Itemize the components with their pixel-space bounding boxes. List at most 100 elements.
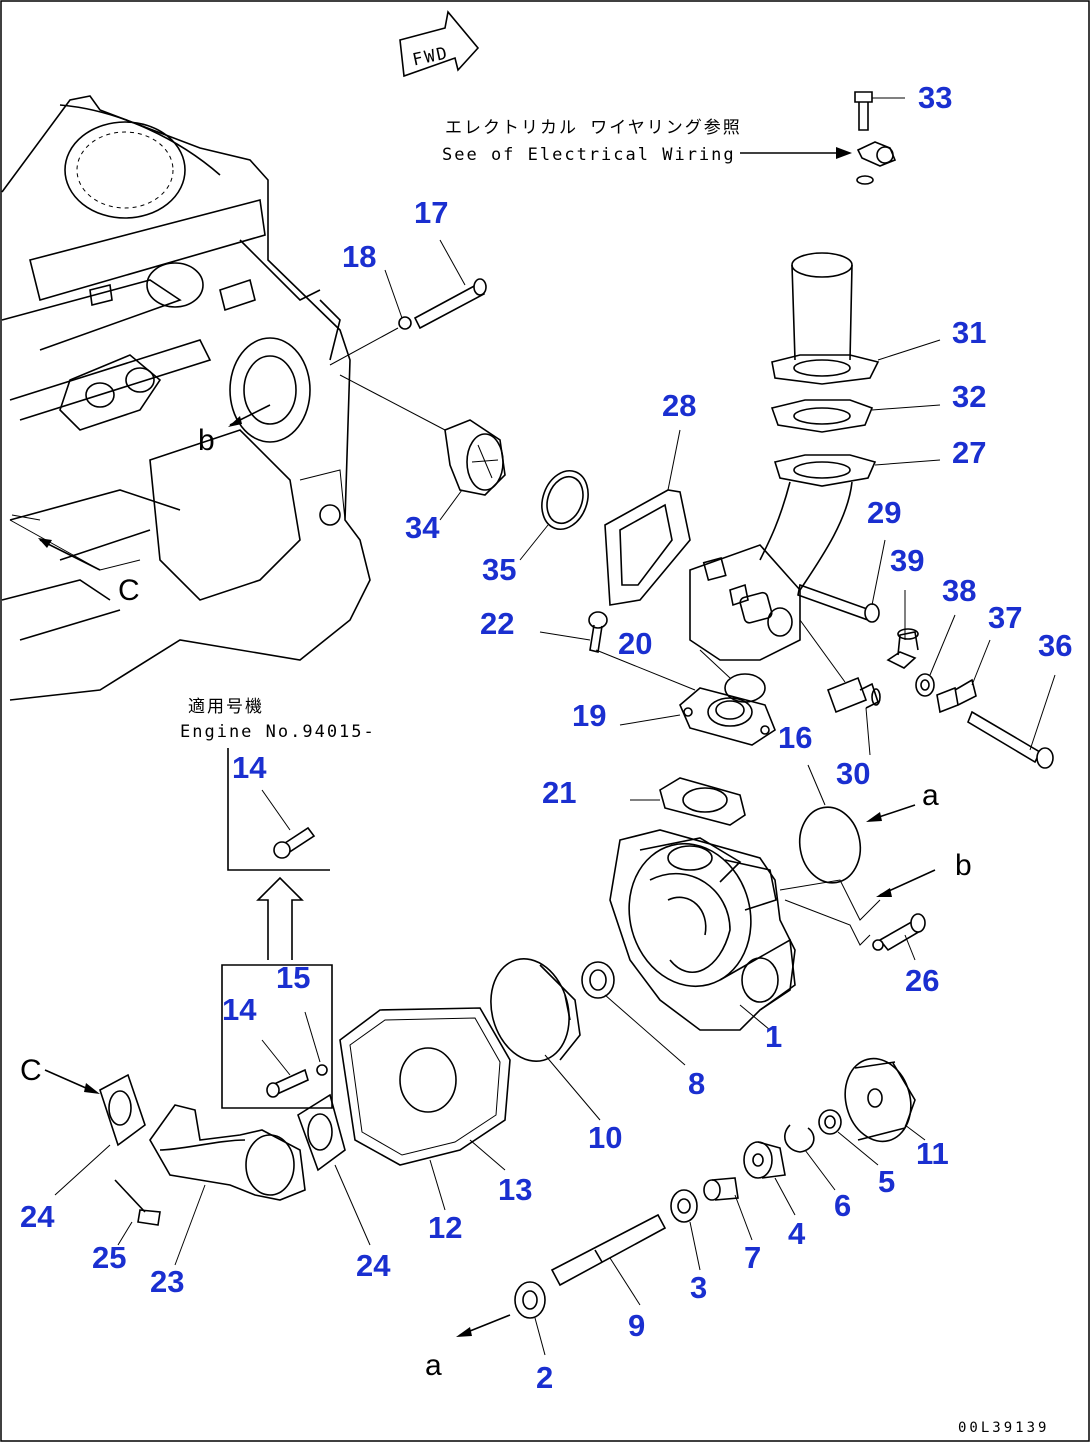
- leader-20: [699, 649, 731, 679]
- part-18-washer: [398, 316, 412, 330]
- leader-22-axis: [595, 649, 696, 691]
- part-23-water-inlet-pipe: [149, 1104, 306, 1201]
- leader-28: [667, 429, 681, 491]
- callout-25: 25: [92, 1240, 126, 1275]
- leader-22: [539, 631, 591, 641]
- part-28-gasket: [604, 489, 691, 606]
- callout-16: 16: [778, 720, 812, 755]
- inset-box-new: [227, 748, 330, 871]
- leader-17-18: [329, 327, 399, 366]
- supersession-arrow: [256, 876, 304, 960]
- ref-letter-b-right: b: [955, 849, 972, 882]
- leader-37: [971, 639, 991, 686]
- leader-27: [874, 459, 941, 466]
- leader-10: [544, 1054, 601, 1121]
- leader-17: [439, 239, 466, 286]
- part-11-pulley: [844, 1057, 916, 1143]
- note-wiring-jp: エレクトリカル ワイヤリング参照: [445, 118, 742, 138]
- ref-arrow-c-block: [39, 539, 101, 571]
- fwd-label: FWD: [411, 43, 451, 70]
- part-24-gasket-right: [297, 1093, 346, 1172]
- callout-37: 37: [988, 600, 1022, 635]
- leader-18: [384, 269, 403, 319]
- callout-19: 19: [572, 698, 606, 733]
- leader-4: [774, 1177, 796, 1216]
- callout-23: 23: [150, 1264, 184, 1299]
- leader-13: [469, 1139, 506, 1171]
- part-35-o-ring: [541, 470, 589, 530]
- callout-10: 10: [588, 1120, 622, 1155]
- inset-box-old: [221, 964, 333, 1109]
- leader-19: [619, 714, 681, 726]
- callout-18: 18: [342, 239, 376, 274]
- ref-letter-a-bottom: a: [425, 1349, 442, 1382]
- callout-28: 28: [662, 388, 696, 423]
- leader-15: [304, 1011, 321, 1063]
- callout-27: 27: [952, 435, 986, 470]
- part-34-pump-core: [444, 419, 506, 496]
- leader-11: [904, 1124, 926, 1141]
- ref-letter-b-block: b: [198, 424, 215, 457]
- part-10-impeller: [490, 958, 581, 1062]
- leader-1: [739, 1004, 771, 1031]
- callout-14-old: 14: [222, 992, 257, 1027]
- callout-35: 35: [482, 552, 516, 587]
- callout-15: 15: [276, 960, 310, 995]
- note-wiring-en: See of Electrical Wiring: [442, 145, 736, 165]
- part-27-thermostat-housing: [689, 454, 877, 661]
- part-25-bolt: [114, 1179, 161, 1226]
- wiring-terminal: [856, 141, 897, 185]
- leader-8: [604, 994, 686, 1066]
- part-12-cover-plate: [339, 1007, 511, 1166]
- callout-13: 13: [498, 1172, 532, 1207]
- leader-9: [609, 1257, 641, 1306]
- part-19-cover: [679, 687, 776, 746]
- leader-26: [904, 934, 916, 961]
- leader-24-left: [54, 1144, 111, 1196]
- part-17-bolt: [413, 278, 487, 330]
- leader-5: [837, 1131, 879, 1166]
- drawing-code: 00L39139: [958, 1420, 1049, 1436]
- callout-1: 1: [765, 1019, 782, 1054]
- callout-11: 11: [916, 1136, 949, 1171]
- callout-24-left: 24: [20, 1199, 55, 1234]
- part-31-water-outlet: [771, 252, 880, 385]
- callout-29: 29: [867, 495, 901, 530]
- callout-33: 33: [918, 80, 952, 115]
- leader-29: [871, 539, 886, 606]
- part-14-bolt-old: [266, 1068, 309, 1098]
- part-37-bracket: [936, 678, 977, 714]
- part-36-bolt: [967, 710, 1054, 769]
- leader-38: [929, 614, 956, 676]
- callout-2: 2: [536, 1360, 553, 1395]
- part-38-washer: [915, 673, 935, 697]
- callout-9: 9: [628, 1308, 645, 1343]
- leader-3: [689, 1221, 701, 1271]
- fwd-arrow: FWD: [399, 10, 480, 78]
- callout-12: 12: [428, 1210, 462, 1245]
- part-8-seal: [581, 961, 615, 999]
- callout-7: 7: [744, 1240, 761, 1275]
- leader-31: [877, 339, 941, 361]
- part-15-washer: [316, 1064, 328, 1076]
- leader-12: [429, 1159, 446, 1211]
- part-32-gasket: [770, 399, 874, 433]
- part-9-shaft: [550, 1213, 667, 1287]
- ref-letter-a-top: a: [922, 779, 939, 812]
- callout-36: 36: [1038, 628, 1072, 663]
- engine-block: [1, 95, 371, 701]
- leader-30: [865, 707, 871, 756]
- callout-21: 21: [542, 775, 576, 810]
- leader-6: [804, 1149, 836, 1191]
- part-33-bolt: [854, 91, 873, 131]
- leader-30-axis: [799, 619, 846, 683]
- leader-32: [871, 404, 941, 411]
- callout-39: 39: [890, 543, 924, 578]
- callout-8: 8: [688, 1066, 705, 1101]
- part-4-bearing-hub: [743, 1141, 786, 1179]
- leader-34: [439, 489, 463, 521]
- part-16-o-ring: [798, 806, 862, 884]
- ref-letter-c-left: C: [20, 1054, 42, 1087]
- callout-31: 31: [952, 315, 986, 350]
